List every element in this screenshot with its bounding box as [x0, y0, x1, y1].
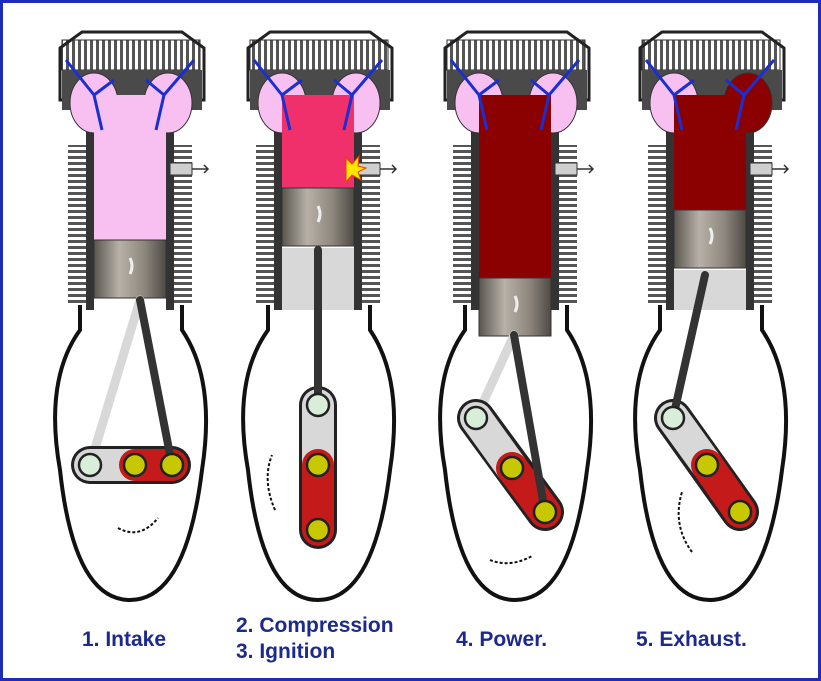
stage-label-exhaust: 5. Exhaust.	[636, 628, 747, 652]
engine-stage-2	[243, 32, 396, 600]
head-cooling-fins	[62, 40, 200, 70]
chamber-gas	[674, 95, 746, 210]
stage-label-ignition: 3. Ignition	[236, 640, 335, 664]
piston	[479, 278, 551, 336]
cylinder-fins-left	[68, 145, 86, 305]
chamber-gas	[479, 95, 551, 278]
spark-plug-lead	[192, 165, 208, 173]
spark-plug	[750, 163, 772, 175]
crank-pin	[124, 454, 146, 476]
spark-plug-lead	[772, 165, 788, 173]
spark-plug-lead	[380, 165, 396, 173]
piston	[94, 240, 166, 298]
head-cooling-fins	[250, 40, 388, 70]
stage-label-compression: 2. Compression	[236, 614, 394, 638]
crank-pin	[501, 457, 523, 479]
engine-stage-1	[55, 32, 208, 600]
crank-pin	[307, 454, 329, 476]
head-cooling-fins	[447, 40, 585, 70]
spark-plug	[170, 163, 192, 175]
crank-pin	[534, 501, 556, 523]
spark-plug	[555, 163, 577, 175]
crank-pin	[696, 454, 718, 476]
cylinder-fins-left	[453, 145, 471, 305]
crank-pin	[465, 407, 487, 429]
crank-pin	[729, 501, 751, 523]
chamber-gas	[94, 95, 166, 240]
crank-pin	[79, 454, 101, 476]
cylinder-fins-left	[648, 145, 666, 305]
piston	[282, 188, 354, 246]
cylinder-fins-left	[256, 145, 274, 305]
stage-label-power: 4. Power.	[456, 628, 547, 652]
piston	[674, 210, 746, 268]
head-cooling-fins	[642, 40, 780, 70]
stage-label-intake: 1. Intake	[82, 628, 166, 652]
crank-pin	[307, 519, 329, 541]
engine-stage-4	[635, 32, 788, 600]
engine-stage-3	[440, 32, 593, 600]
lower-cylinder	[674, 270, 746, 310]
spark-plug-lead	[577, 165, 593, 173]
crank-pin	[161, 454, 183, 476]
crank-pin	[307, 394, 329, 416]
crank-pin	[662, 407, 684, 429]
chamber-gas	[282, 95, 354, 188]
